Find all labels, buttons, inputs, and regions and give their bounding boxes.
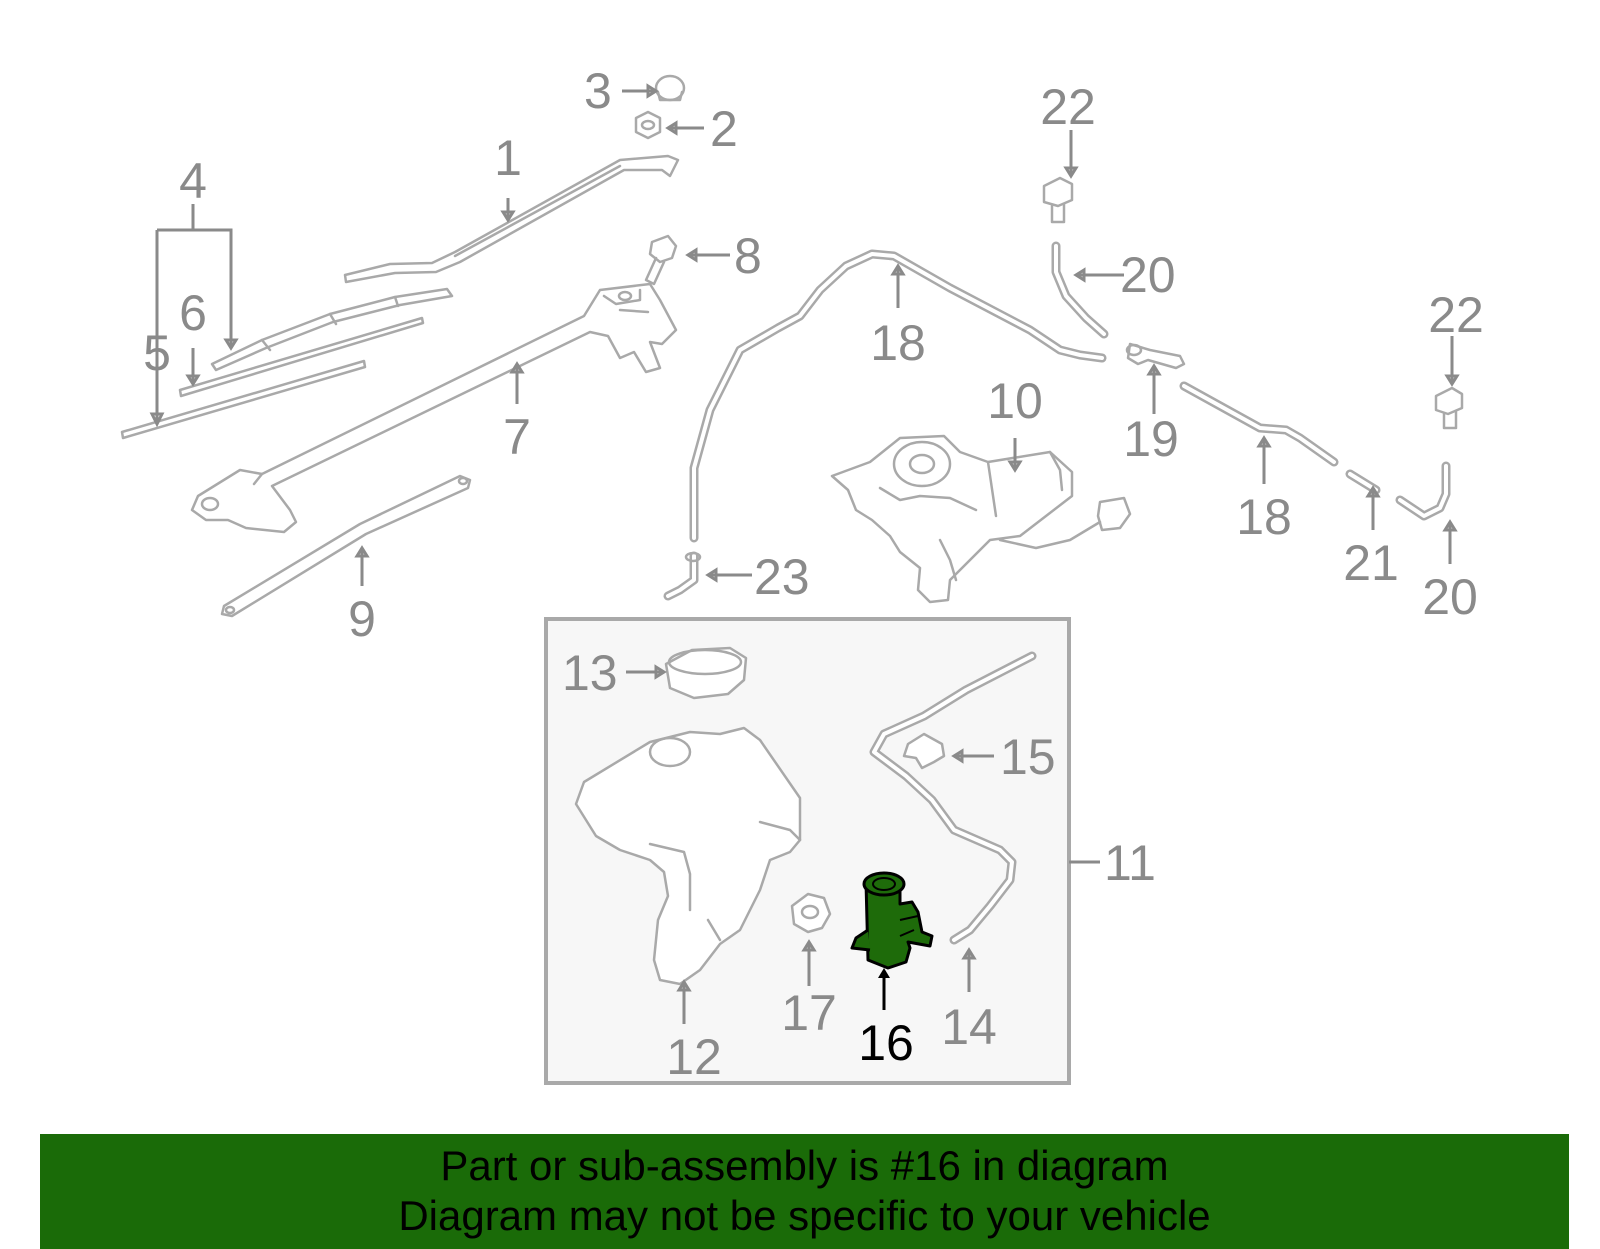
leader-lines [149,83,1460,1024]
part-20-hose-right[interactable] [1395,461,1451,521]
label-9: 9 [348,591,376,647]
part-18-washer-hose-right[interactable] [1179,381,1339,467]
part-16-washer-pump[interactable] [850,871,934,970]
label-22-right: 22 [1428,287,1484,343]
part-10-wiper-motor[interactable] [830,434,1132,604]
part-5-blade-refill-upper[interactable] [178,316,425,398]
label-20-upper: 20 [1120,247,1176,303]
label-6: 6 [179,285,207,341]
part-7-wiper-arm[interactable] [190,282,678,534]
part-6-wiper-blade[interactable] [210,287,454,372]
label-10: 10 [987,373,1043,429]
banner-line-1: Part or sub-assembly is #16 in diagram [440,1142,1169,1189]
label-16: 16 [858,1015,914,1071]
label-17: 17 [781,985,837,1041]
label-22-upper: 22 [1040,79,1096,135]
part-23-hose-elbow[interactable] [663,551,702,601]
part-15-clip[interactable] [902,732,946,770]
label-3: 3 [584,63,612,119]
part-14-pump-hose[interactable] [869,651,1037,945]
part-20-hose-upper[interactable] [1051,241,1109,339]
label-13: 13 [562,645,618,701]
label-12: 12 [666,1029,722,1085]
part-19-hose-joint[interactable] [1125,342,1186,370]
banner-line-2: Diagram may not be specific to your vehi… [398,1192,1211,1239]
part-1-wiper-arm[interactable] [343,154,680,284]
part-2-nut[interactable] [634,110,662,140]
label-2: 2 [710,101,738,157]
part-18-washer-hose[interactable] [689,249,1107,543]
label-21: 21 [1343,535,1399,591]
part-12-reservoir-tank[interactable] [574,726,802,986]
label-11: 11 [1104,835,1156,891]
part-13-reservoir-cap[interactable] [664,646,748,700]
label-14: 14 [941,999,997,1055]
label-18-right: 18 [1236,489,1292,545]
part-8-bolt[interactable] [644,234,678,286]
label-23: 23 [754,549,810,605]
part-9-link-rod[interactable] [220,474,472,618]
part-22-washer-nozzle-upper[interactable] [1042,176,1074,224]
label-20-right: 20 [1422,569,1478,625]
part-3-cap[interactable] [654,74,686,102]
callout-labels: 1 2 3 4 5 6 7 8 9 10 11 12 13 14 15 16 1… [143,63,1484,1085]
label-15: 15 [1000,729,1056,785]
label-19: 19 [1123,411,1179,467]
label-4: 4 [179,153,207,209]
label-18-upper: 18 [870,315,926,371]
label-8: 8 [734,228,762,284]
part-5-blade-refill-lower[interactable] [120,359,367,440]
label-5: 5 [143,325,171,381]
label-1: 1 [494,130,522,186]
info-banner: Part or sub-assembly is #16 in diagram D… [40,1134,1569,1249]
label-7: 7 [503,409,531,465]
part-22-washer-nozzle-right[interactable] [1434,386,1464,430]
part-17-grommet[interactable] [790,892,832,934]
